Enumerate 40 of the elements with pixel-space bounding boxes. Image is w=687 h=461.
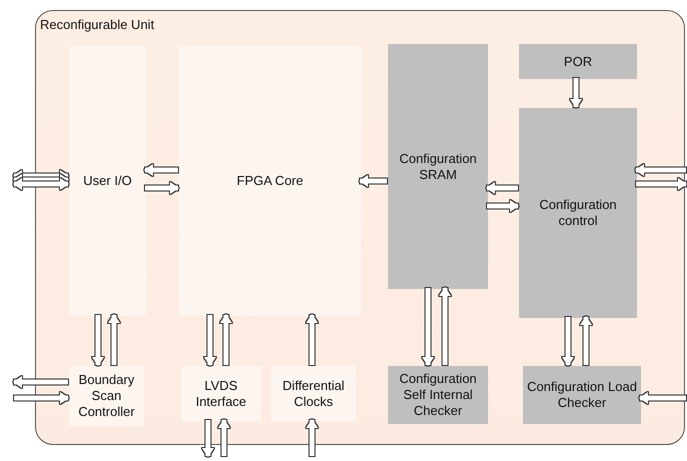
block-box <box>69 366 144 426</box>
arrow <box>422 288 434 366</box>
block-box <box>69 46 146 316</box>
block-label: Configuration Load Checker <box>526 379 638 411</box>
arrow <box>580 316 592 365</box>
frame-title: Reconfigurable Unit <box>40 17 154 33</box>
block-label: Configuration control <box>538 197 618 229</box>
arrow <box>108 314 120 365</box>
block-label: Differential Clocks <box>282 378 346 410</box>
arrow <box>359 175 387 187</box>
arrow <box>145 182 179 194</box>
arrow <box>204 315 216 366</box>
arrow <box>439 287 451 365</box>
block-label: Configuration SRAM <box>398 150 478 182</box>
process-box <box>519 108 637 318</box>
block-box <box>181 366 261 421</box>
block-label: LVDS Interface <box>194 378 248 410</box>
arrow <box>487 200 519 212</box>
block-label: Configuration Self Internal Checker <box>398 371 478 419</box>
arrow <box>636 178 687 190</box>
process-box <box>388 366 488 424</box>
unit-frame <box>35 10 685 445</box>
arrow <box>486 182 518 194</box>
arrow <box>92 315 104 366</box>
arrow <box>220 314 232 365</box>
arrow <box>144 164 178 176</box>
arrow <box>639 392 686 404</box>
arrow <box>562 317 574 366</box>
block-label: Boundary Scan Controller <box>77 372 136 420</box>
arrow <box>635 164 686 176</box>
block-label: POR <box>564 54 592 70</box>
process-box <box>388 44 488 289</box>
block-box <box>179 46 361 316</box>
process-box <box>519 44 637 79</box>
block-box <box>271 366 356 421</box>
arrow <box>306 314 318 365</box>
block-label: User I/O <box>83 173 132 189</box>
process-box <box>523 366 641 424</box>
arrow <box>570 78 582 108</box>
block-label: FPGA Core <box>236 173 304 189</box>
